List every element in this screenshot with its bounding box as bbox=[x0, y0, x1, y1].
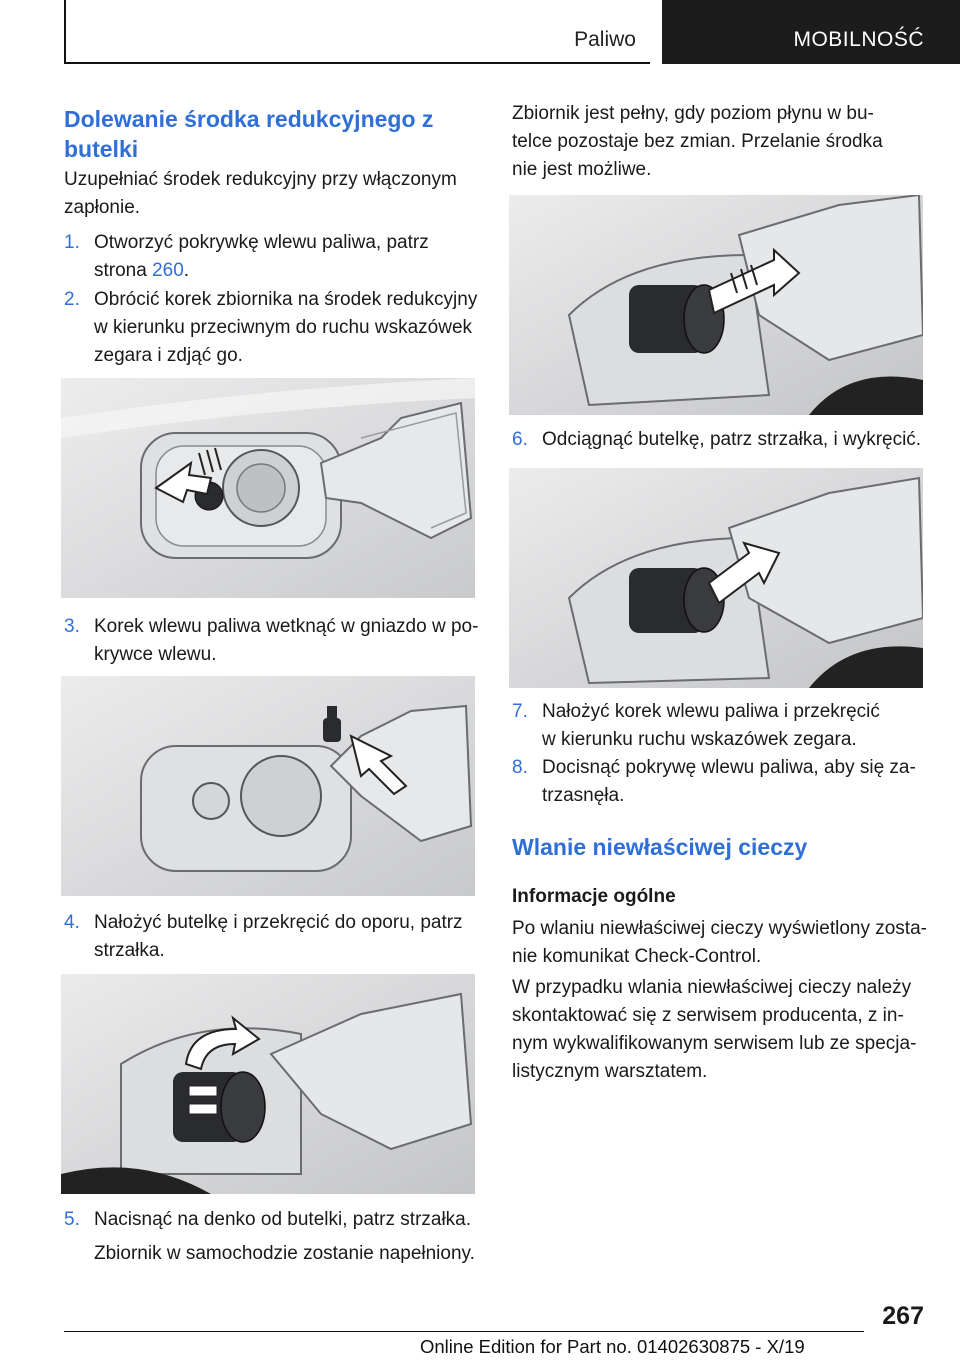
footer-edition: Online Edition for Part no. 01402630875 … bbox=[420, 1336, 805, 1357]
header-rule bbox=[64, 0, 650, 64]
intro-paragraph: Uzupełniać środek redukcyjny przy włączo… bbox=[64, 169, 457, 218]
page-link[interactable]: 260 bbox=[152, 260, 184, 281]
figure-remove-cap bbox=[61, 378, 475, 598]
general-info-heading: Informacje ogólne bbox=[512, 886, 676, 907]
wrong-fluid-para-1: Po wlaniu niewłaściwej cieczy wyświetlon… bbox=[512, 918, 927, 967]
figure-insert-bottle bbox=[61, 974, 475, 1194]
wrong-fluid-para-2: W przypadku wlania niewłaściwej cieczy n… bbox=[512, 977, 917, 1082]
section-title: Paliwo bbox=[574, 28, 636, 51]
figure-stow-cap bbox=[61, 676, 475, 896]
page-number: 267 bbox=[882, 1302, 924, 1330]
section-heading: Dolewanie środka redukcyjnego z butelki bbox=[64, 106, 434, 162]
figure-bottle-full bbox=[509, 195, 923, 415]
wrong-fluid-heading: Wlanie niewłaściwej cieczy bbox=[512, 834, 808, 860]
step-5-note: Zbiornik w samochodzie zostanie napełnio… bbox=[94, 1243, 475, 1264]
figure-remove-bottle bbox=[509, 468, 923, 688]
full-tank-note: Zbiornik jest pełny, gdy poziom płynu w … bbox=[512, 103, 883, 180]
footer-rule bbox=[64, 1331, 864, 1332]
chapter-tab: MOBILNOŚĆ bbox=[662, 0, 960, 64]
